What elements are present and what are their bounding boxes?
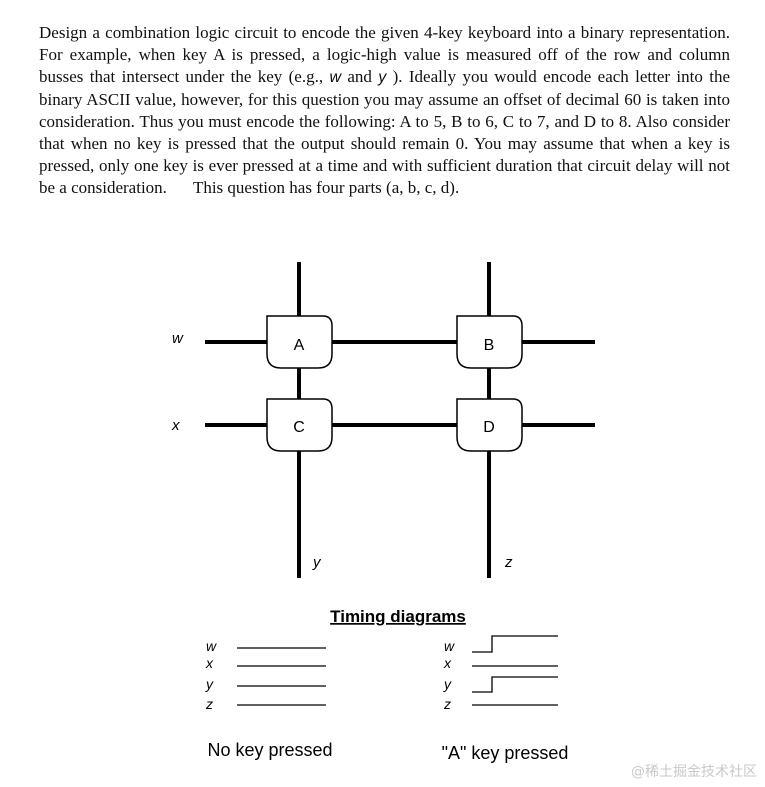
timing-right-label-z: z: [443, 696, 451, 712]
key-B: B: [456, 315, 523, 369]
problem-text-part1: Design a combination logic circuit to en…: [39, 23, 730, 86]
timing-left-label-y: y: [205, 676, 214, 692]
and-word: and: [341, 67, 379, 86]
key-A: A: [266, 315, 333, 369]
problem-text-part2: ). Ideally you would encode each letter …: [39, 67, 730, 197]
key-label-d: D: [483, 419, 495, 436]
timing-left-label-z: z: [205, 696, 213, 712]
timing-right-label-y: y: [443, 676, 452, 692]
key-C: C: [266, 398, 333, 452]
col-label-z: z: [504, 554, 513, 571]
timing-right-label-x: x: [443, 655, 452, 671]
var-w: w: [329, 69, 341, 86]
row-label-x: x: [171, 417, 180, 434]
problem-text-part3: This question has four parts (a, b, c, d…: [192, 178, 460, 197]
row-label-w: w: [172, 330, 184, 347]
watermark: @稀土掘金技术社区: [631, 764, 757, 780]
problem-statement: Design a combination logic circuit to en…: [39, 22, 730, 199]
timing-right-label-w: w: [444, 638, 455, 654]
key-label-b: B: [484, 337, 495, 354]
timing-no-key: w x y z No key pressed: [205, 638, 333, 760]
var-y: y: [378, 69, 387, 86]
caption-a-key: "A" key pressed: [442, 743, 569, 763]
key-D: D: [456, 398, 523, 452]
bus-lines: [205, 262, 595, 578]
col-label-y: y: [312, 554, 322, 571]
key-label-c: C: [293, 419, 305, 436]
timing-left-label-x: x: [205, 655, 214, 671]
timing-title: Timing diagrams: [330, 607, 466, 626]
timing-right-trace-y: [472, 676, 558, 693]
timing-a-key: w x y z "A" key pressed: [442, 635, 569, 763]
key-label-a: A: [294, 337, 305, 354]
timing-left-label-w: w: [206, 638, 217, 654]
timing-right-trace-w: [472, 635, 558, 653]
caption-no-key: No key pressed: [207, 740, 332, 760]
